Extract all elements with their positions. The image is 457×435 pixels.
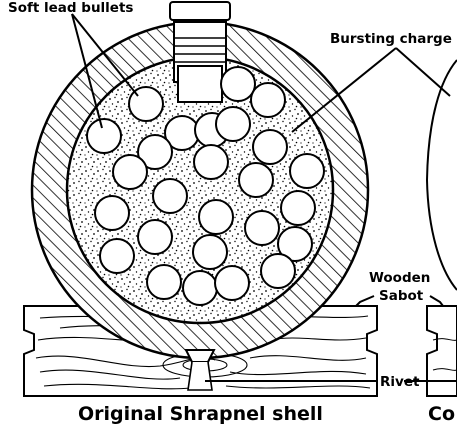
lead-bullet — [146, 264, 182, 300]
lead-bullet — [244, 210, 280, 246]
lead-bullet — [260, 253, 296, 289]
lead-bullet — [137, 134, 173, 170]
lead-bullet — [214, 265, 250, 301]
lead-bullet — [277, 226, 313, 262]
lead-bullets — [86, 66, 325, 306]
lead-bullet — [112, 154, 148, 190]
label-bursting-charge: Bursting charge — [330, 31, 452, 47]
lead-bullet — [193, 144, 229, 180]
label-wooden: Wooden — [369, 270, 430, 286]
lead-bullet — [215, 106, 251, 142]
lead-bullet — [152, 178, 188, 214]
label-soft-lead-bullets: Soft lead bullets — [8, 0, 133, 16]
caption-cut-off: Co — [428, 403, 455, 425]
leader-lines — [71, 13, 457, 382]
lead-bullet — [198, 199, 234, 235]
second-shell-partial — [425, 59, 457, 397]
label-sabot: Sabot — [379, 288, 424, 304]
lead-bullet — [86, 118, 122, 154]
lead-bullet — [289, 153, 325, 189]
caption-original-shrapnel-shell: Original Shrapnel shell — [78, 403, 323, 425]
lead-bullet — [250, 82, 286, 118]
label-rivet: Rivet — [380, 374, 420, 390]
lead-bullet — [99, 238, 135, 274]
lead-bullet — [182, 270, 218, 306]
lead-bullet — [238, 162, 274, 198]
lead-bullet — [252, 129, 288, 165]
fuse-plug — [169, 1, 231, 103]
lead-bullet — [137, 219, 173, 255]
lead-bullet — [94, 195, 130, 231]
lead-bullet — [192, 234, 228, 270]
lead-bullet — [220, 66, 256, 102]
rivet — [184, 349, 216, 391]
lead-bullet — [280, 190, 316, 226]
